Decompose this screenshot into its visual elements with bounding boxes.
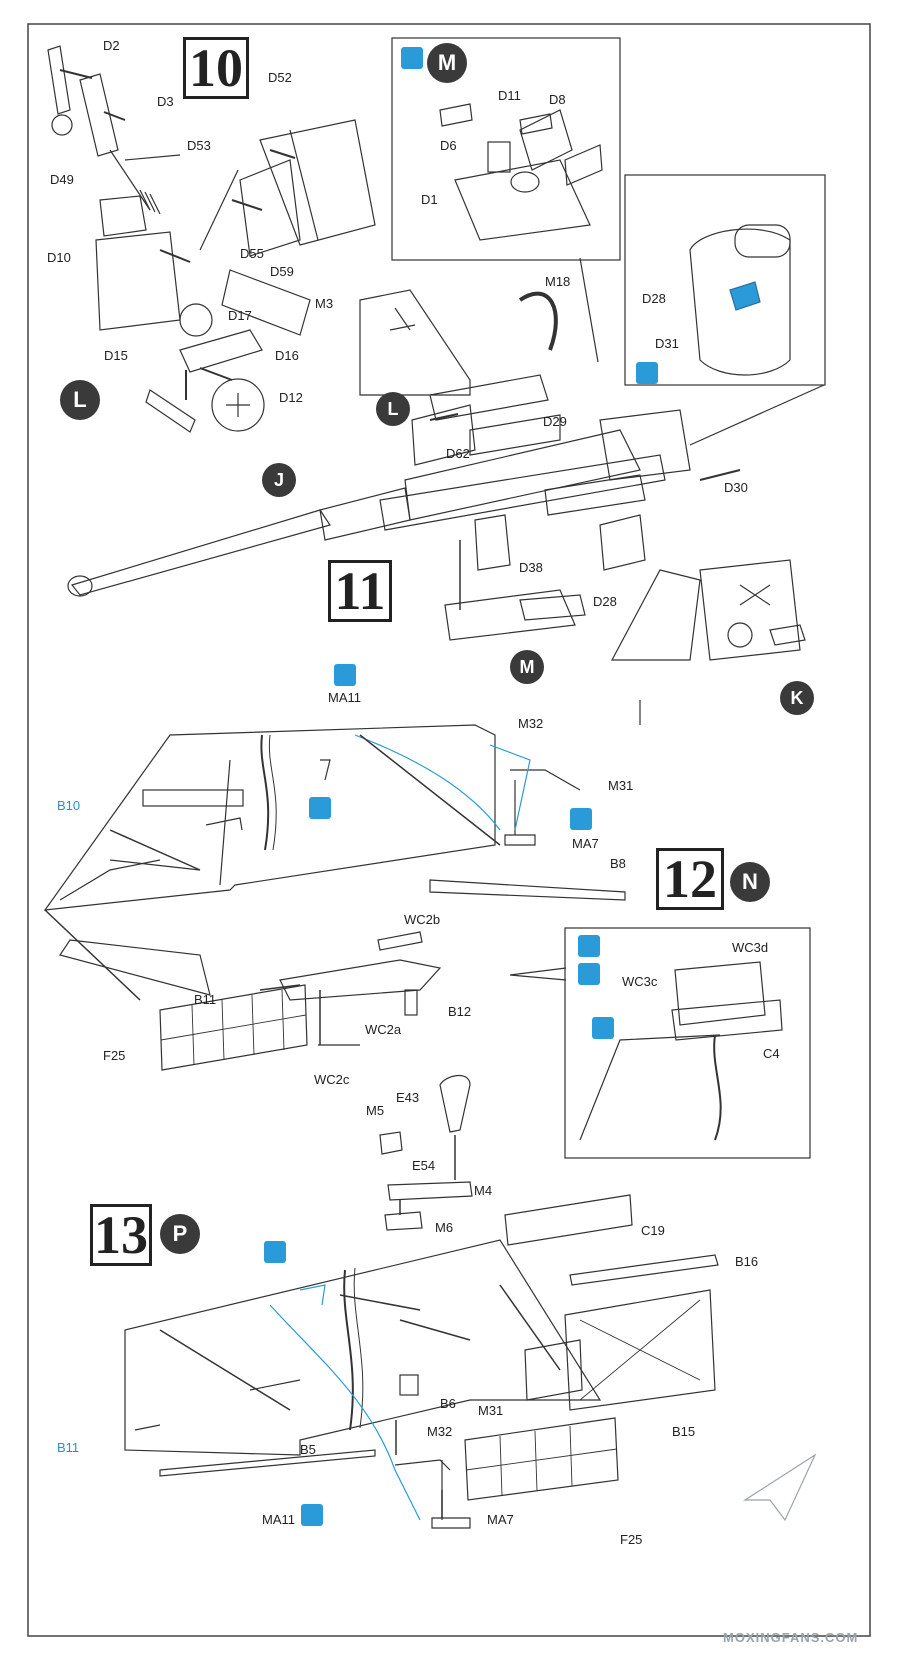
part-label-D10: D10 [47, 250, 71, 265]
part-label-B8: B8 [610, 856, 626, 871]
glue-icon [301, 1504, 323, 1526]
subassembly-L-ref: L [376, 392, 410, 426]
sand-icon [309, 797, 331, 819]
part-label-M6: M6 [435, 1220, 454, 1235]
subassembly-P-marker: P [160, 1214, 200, 1254]
part-label-D16: D16 [275, 348, 299, 363]
part-label-B6: B6 [440, 1396, 456, 1411]
watermark: MOXINGFANS.COM [723, 1630, 859, 1645]
paint-icon [578, 935, 600, 957]
step-number-10: 10 [183, 37, 249, 99]
part-label-E54: E54 [412, 1158, 436, 1173]
sand-icon [264, 1241, 286, 1263]
decal-icon [578, 963, 600, 985]
part-label-B16: B16 [735, 1254, 759, 1269]
part-label-MA7-top: MA7 [572, 836, 599, 851]
part-label-D59: D59 [270, 264, 294, 279]
part-label-B12: B12 [448, 1004, 472, 1019]
part-label-WC2b: WC2b [404, 912, 441, 927]
part-label-M3: M3 [315, 296, 334, 311]
part-label-M18: M18 [545, 274, 571, 289]
part-label-B10: B10 [57, 798, 81, 813]
part-label-M32-bottom: M32 [427, 1424, 453, 1439]
part-label-M31-top: M31 [608, 778, 634, 793]
part-label-C19: C19 [641, 1223, 665, 1238]
subassembly-K-ref: K [780, 681, 814, 715]
part-label-M31-bottom: M31 [478, 1403, 504, 1418]
part-label-MA11-top: MA11 [328, 690, 361, 705]
step-number-12: 12 [656, 848, 724, 910]
part-label-F25-bottom: F25 [620, 1532, 643, 1547]
glue-icon [570, 808, 592, 830]
step-number-11: 11 [328, 560, 392, 622]
part-label-D49: D49 [50, 172, 74, 187]
part-label-D2: D2 [103, 38, 120, 53]
part-label-D53: D53 [187, 138, 211, 153]
part-label-D62: D62 [446, 446, 470, 461]
part-label-MA11-bottom: MA11 [262, 1512, 295, 1527]
part-label-D12: D12 [279, 390, 303, 405]
sand-icon [592, 1017, 614, 1039]
part-label-D38: D38 [519, 560, 543, 575]
subassembly-L-marker: L [60, 380, 100, 420]
step11-drawing [67, 37, 826, 725]
part-label-D3: D3 [157, 94, 174, 109]
part-label-D28-bottom: D28 [593, 594, 617, 609]
part-label-D15: D15 [104, 348, 128, 363]
part-label-D55: D55 [240, 246, 264, 261]
part-label-D28-top: D28 [642, 291, 666, 306]
part-label-B15: B15 [672, 1424, 696, 1439]
subassembly-N-marker: N [730, 862, 770, 902]
paint-icon [636, 362, 658, 384]
part-label-D31: D31 [655, 336, 679, 351]
part-label-D1: D1 [421, 192, 438, 207]
part-label-B11-top: B11 [194, 992, 217, 1007]
step10-drawing [47, 45, 376, 433]
part-label-D6: D6 [440, 138, 457, 153]
step13-drawing [124, 1075, 817, 1529]
subassembly-M-ref: M [510, 650, 544, 684]
part-label-M4: M4 [474, 1183, 493, 1198]
subassembly-J-ref: J [262, 463, 296, 497]
part-label-C4: C4 [763, 1046, 780, 1061]
part-label-E43: E43 [396, 1090, 420, 1105]
part-label-MA7-bottom: MA7 [487, 1512, 514, 1527]
part-label-M5: M5 [366, 1103, 385, 1118]
part-label-D52: D52 [268, 70, 292, 85]
part-label-WC3d: WC3d [732, 940, 769, 955]
part-label-B11-bottom: B11 [57, 1440, 80, 1455]
part-label-M32-top: M32 [518, 716, 544, 731]
part-label-D17: D17 [228, 308, 252, 323]
subassembly-M-marker: M [427, 43, 467, 83]
part-label-WC3c: WC3c [622, 974, 658, 989]
glue-icon [334, 664, 356, 686]
step-number-13: 13 [90, 1204, 152, 1266]
part-label-F25-top: F25 [103, 1048, 126, 1063]
part-label-B5: B5 [300, 1442, 316, 1457]
part-label-D29: D29 [543, 414, 567, 429]
step12-drawing [43, 724, 811, 1159]
part-label-D30: D30 [724, 480, 748, 495]
paint-icon [401, 47, 423, 69]
part-label-WC2c: WC2c [314, 1072, 350, 1087]
part-label-D11: D11 [498, 88, 521, 103]
part-label-D8: D8 [549, 92, 566, 107]
part-label-WC2a: WC2a [365, 1022, 402, 1037]
